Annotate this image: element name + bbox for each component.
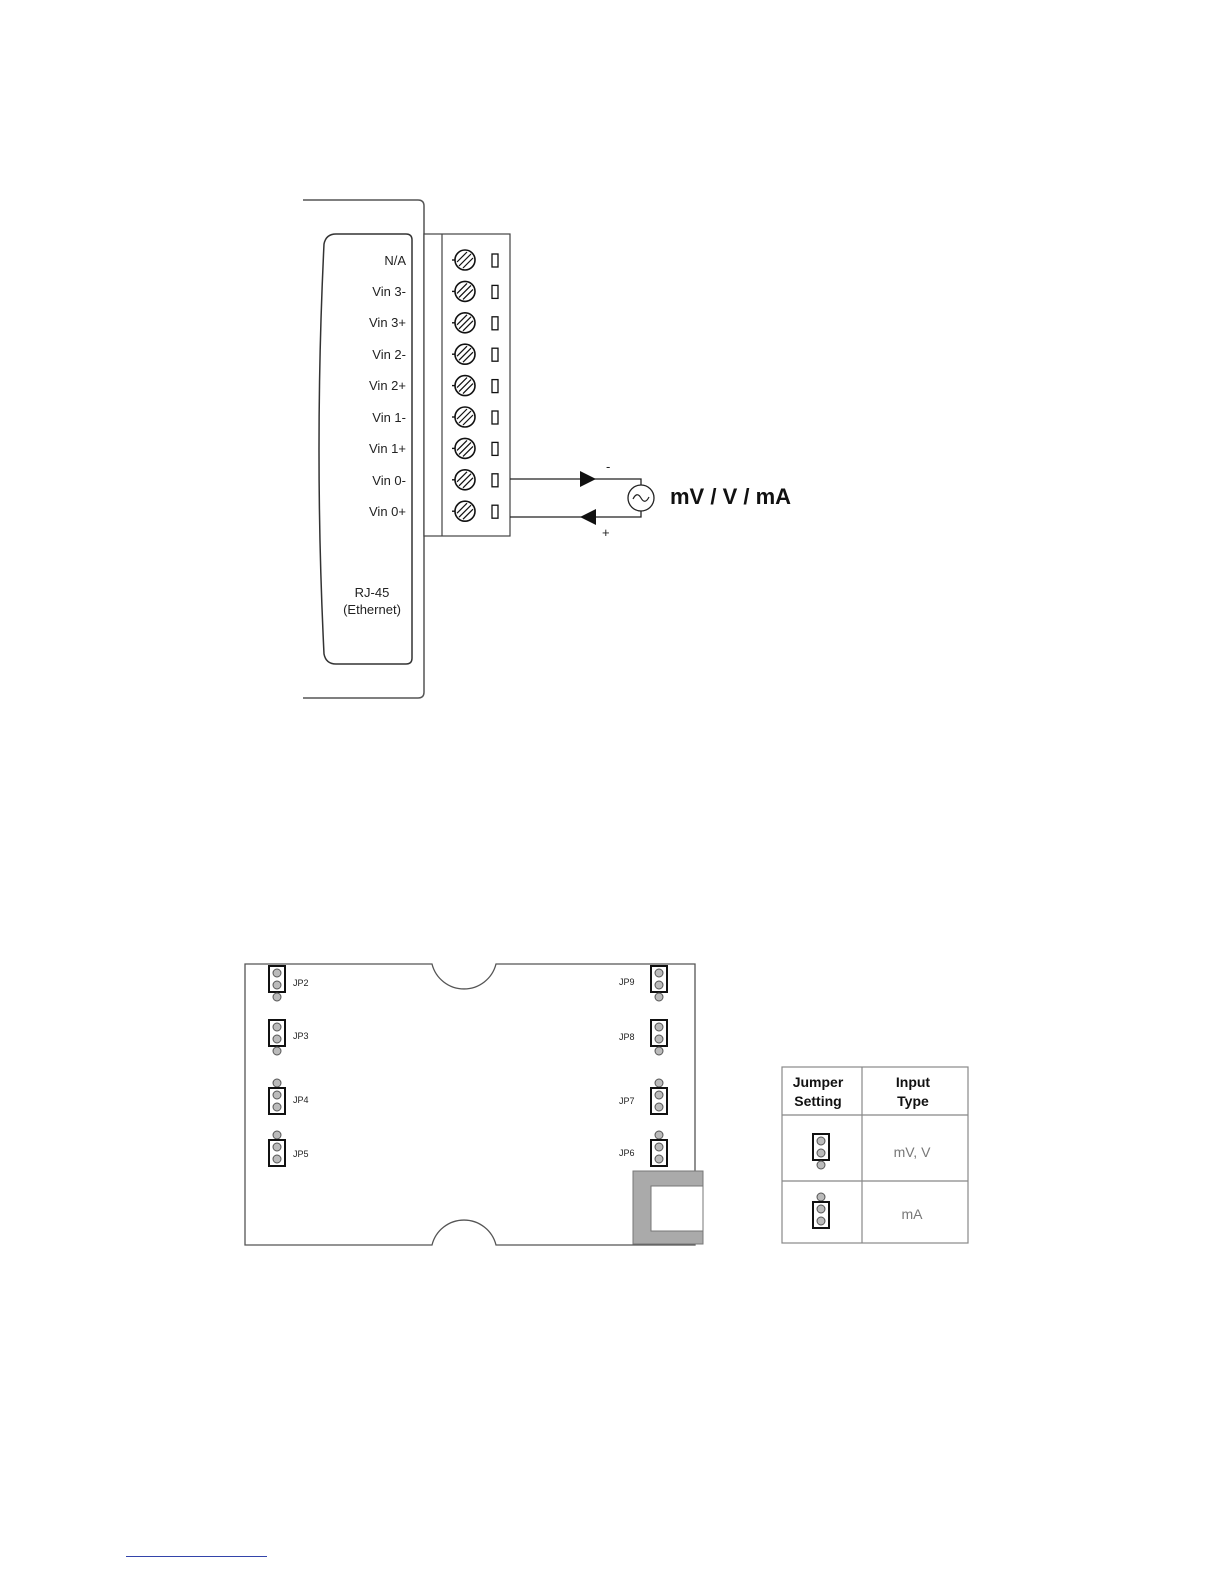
table-header-type-line2: Type bbox=[897, 1093, 929, 1109]
table-cell-type-mv: mV, V bbox=[894, 1144, 931, 1160]
table-header-type-line1: Input bbox=[896, 1074, 931, 1090]
rj45-label: RJ-45 bbox=[355, 585, 390, 600]
jumper-label-jp5: JP5 bbox=[293, 1149, 309, 1159]
terminal-indicator bbox=[492, 380, 498, 393]
terminal-indicator bbox=[492, 317, 498, 330]
terminal-label-vin0-plus: Vin 0+ bbox=[369, 504, 406, 519]
terminal-indicator bbox=[492, 505, 498, 518]
terminal-label-vin3-minus: Vin 3- bbox=[372, 284, 406, 299]
jumper-label-jp2: JP2 bbox=[293, 978, 309, 988]
terminal-label-vin1-minus: Vin 1- bbox=[372, 410, 406, 425]
terminal-label-vin1-plus: Vin 1+ bbox=[369, 441, 406, 456]
terminal-indicator bbox=[492, 442, 498, 455]
terminal-label-vin0-minus: Vin 0- bbox=[372, 473, 406, 488]
source-label: mV / V / mA bbox=[670, 484, 791, 509]
jumper-label-jp6: JP6 bbox=[619, 1148, 635, 1158]
terminal-label-vin3-plus: Vin 3+ bbox=[369, 315, 406, 330]
arrow-left-icon bbox=[580, 509, 596, 525]
footnote-separator bbox=[126, 1556, 267, 1557]
terminal-indicator bbox=[492, 474, 498, 487]
terminal-labels: N/A Vin 3- Vin 3+ Vin 2- Vin 2+ Vin 1- V… bbox=[369, 253, 406, 519]
table-header-setting-line1: Jumper bbox=[793, 1074, 844, 1090]
arrow-right-icon bbox=[580, 471, 596, 487]
jumper-label-jp8: JP8 bbox=[619, 1032, 635, 1042]
plus-sign: + bbox=[602, 525, 610, 540]
terminal-indicator bbox=[492, 254, 498, 267]
jumper-label-jp9: JP9 bbox=[619, 977, 635, 987]
table-cell-type-ma: mA bbox=[902, 1206, 924, 1222]
terminal-label-vin2-minus: Vin 2- bbox=[372, 347, 406, 362]
terminal-indicator bbox=[492, 285, 498, 298]
table-header-setting-line2: Setting bbox=[794, 1093, 841, 1109]
ac-source-icon bbox=[628, 485, 654, 511]
minus-sign: - bbox=[606, 459, 610, 474]
terminal-indicator bbox=[492, 411, 498, 424]
ethernet-label: (Ethernet) bbox=[343, 602, 401, 617]
terminal-label-na: N/A bbox=[384, 253, 406, 268]
jumper-label-jp3: JP3 bbox=[293, 1031, 309, 1041]
jumper-label-jp4: JP4 bbox=[293, 1095, 309, 1105]
terminal-label-vin2-plus: Vin 2+ bbox=[369, 378, 406, 393]
terminal-indicator bbox=[492, 348, 498, 361]
signal-wires bbox=[510, 471, 641, 525]
jumper-label-jp7: JP7 bbox=[619, 1096, 635, 1106]
